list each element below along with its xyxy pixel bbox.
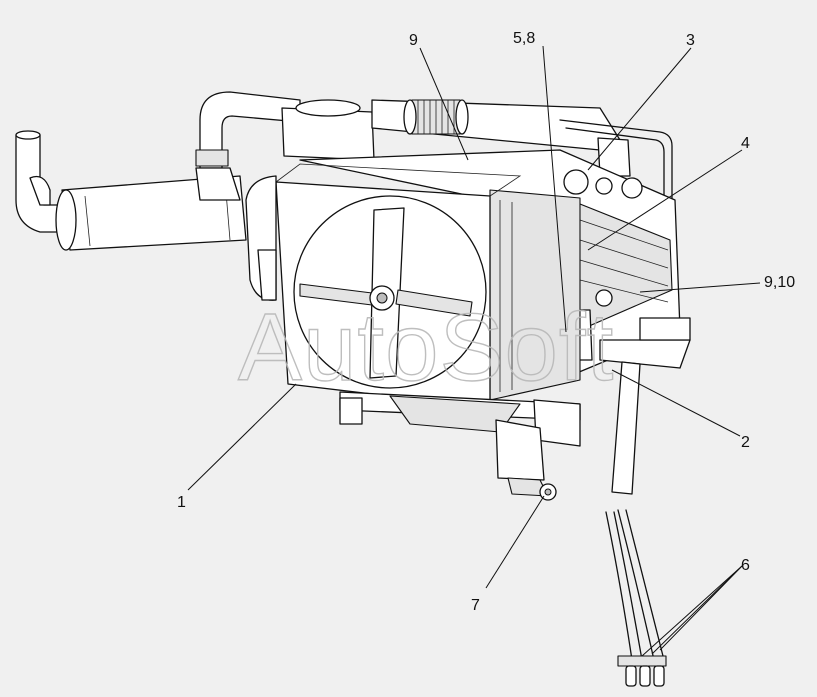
pipe-frame-right bbox=[559, 119, 673, 301]
lower-frame bbox=[339, 317, 691, 447]
intake-pipe bbox=[371, 99, 621, 151]
callout-labels: 9 5,8 3 4 9,10 2 1 7 6 bbox=[177, 30, 795, 614]
callout-6: 6 bbox=[741, 557, 750, 574]
coolant-pipe-left bbox=[245, 175, 277, 301]
callout-9-10: 9,10 bbox=[764, 274, 795, 291]
exhaust-pipe-upper bbox=[195, 91, 301, 201]
callout-3: 3 bbox=[686, 32, 695, 49]
callout-2: 2 bbox=[741, 434, 750, 451]
radiator-shroud bbox=[275, 163, 522, 409]
callout-5-8: 5,8 bbox=[513, 30, 535, 47]
hoses-upper bbox=[611, 361, 641, 495]
watermark-text: AutoSoft bbox=[238, 294, 614, 401]
drain-hoses bbox=[605, 509, 667, 687]
leader-lines bbox=[187, 45, 761, 657]
exhaust-stack bbox=[15, 130, 63, 233]
callout-9-top: 9 bbox=[409, 32, 418, 49]
callout-4: 4 bbox=[741, 135, 750, 152]
air-cleaner bbox=[281, 99, 375, 161]
callout-1: 1 bbox=[177, 494, 186, 511]
front-support bbox=[495, 419, 557, 501]
callout-7: 7 bbox=[471, 597, 480, 614]
